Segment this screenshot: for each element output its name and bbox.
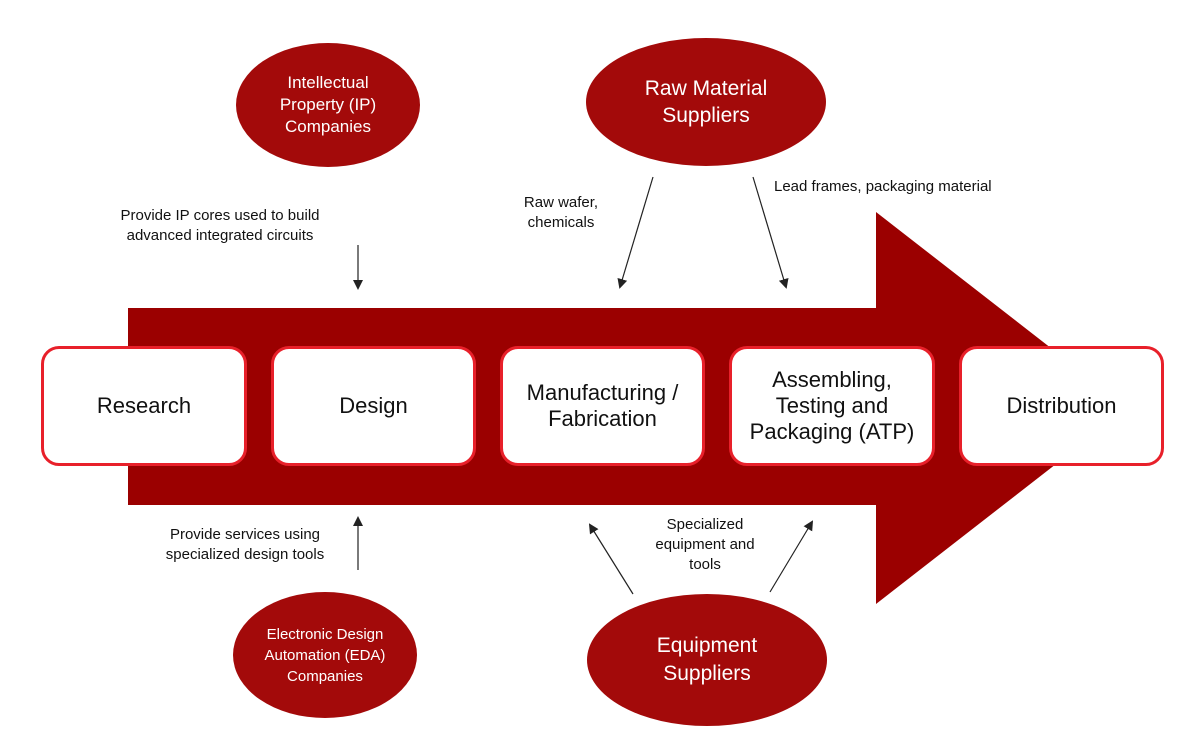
raw-material-suppliers-label: Raw Material Suppliers xyxy=(644,77,768,127)
stage-manufacturing: Manufacturing / Fabrication xyxy=(500,346,705,466)
stage-atp: Assembling, Testing and Packaging (ATP) xyxy=(729,346,935,466)
equipment-suppliers-label: Equipment Suppliers xyxy=(656,634,758,685)
ip-companies-label: Intellectual Property (IP) Companies xyxy=(279,73,377,136)
raw-material-suppliers-ellipse xyxy=(586,38,826,166)
ip-cores-note: Provide IP cores used to build advanced … xyxy=(120,207,320,244)
stage-distribution: Distribution xyxy=(959,346,1164,466)
ip-companies-ellipse xyxy=(236,43,420,167)
lead-frames-note: Lead frames, packaging material xyxy=(774,178,992,195)
raw-wafer-note: Raw wafer, chemicals xyxy=(523,194,599,231)
eda-services-note: Provide services using specialized desig… xyxy=(165,526,325,563)
equipment-to-manufacturing-connector xyxy=(588,523,634,595)
eda-companies-ellipse xyxy=(233,592,417,718)
equipment-to-atp-connector xyxy=(769,520,814,593)
lead-frames-to-atp-connector xyxy=(752,176,789,289)
stage-research: Research xyxy=(41,346,247,466)
equipment-tools-note: Specialized equipment and tools xyxy=(655,516,755,573)
eda-companies-label: Electronic Design Automation (EDA) Compa… xyxy=(264,625,386,685)
raw-wafer-to-manufacturing-connector xyxy=(617,176,654,289)
stage-design: Design xyxy=(271,346,476,466)
equipment-suppliers-ellipse xyxy=(587,594,827,726)
